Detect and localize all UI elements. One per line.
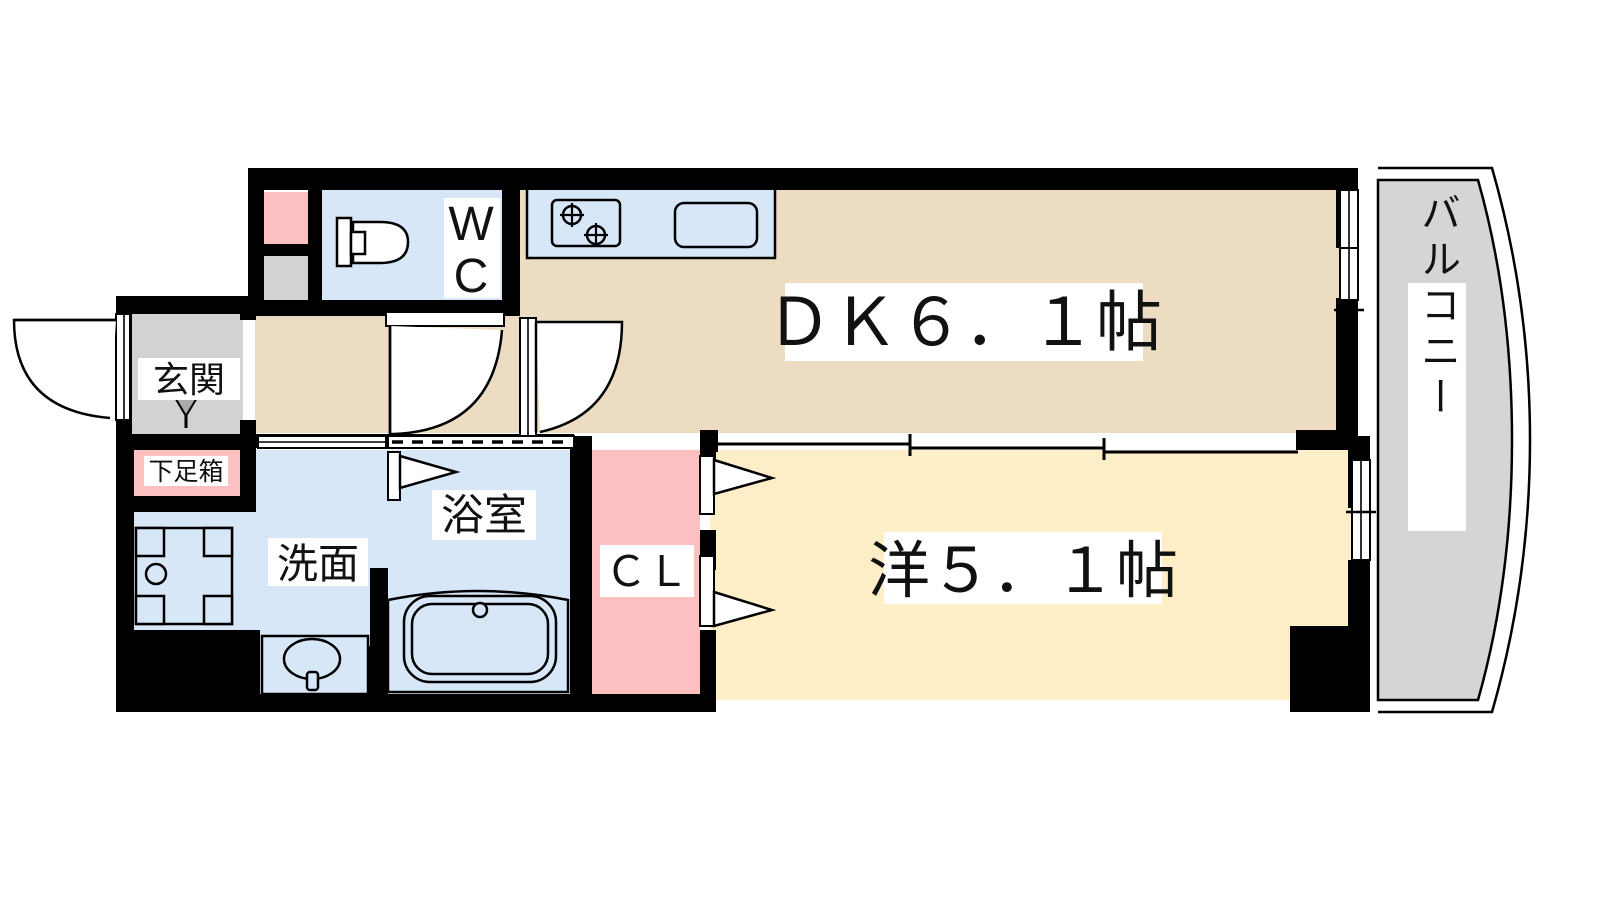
toilet-icon — [335, 216, 410, 268]
western-room-label-bg — [884, 532, 1162, 604]
bathroom-folding-door[interactable] — [387, 451, 461, 501]
closet-label: ＣＬ — [605, 548, 689, 595]
corridor-sliding-door[interactable] — [257, 435, 387, 449]
shoe-box-label: 下足箱 — [148, 458, 223, 486]
entrance-label: 玄関 — [153, 359, 225, 400]
wc-swing-door[interactable] — [385, 311, 505, 436]
entrance-label-bg — [138, 358, 240, 400]
western-room-label: 洋５．１帖 — [868, 537, 1178, 606]
wash-basin-icon — [260, 634, 370, 696]
balcony-window-upper[interactable] — [1334, 247, 1364, 320]
dk-label-bg — [785, 283, 1143, 361]
balcony-window-upper-pane[interactable] — [1339, 189, 1359, 249]
wc-label-line2: C — [454, 250, 489, 303]
wall-dk-bed-stub — [700, 430, 718, 452]
washroom-label: 洗面 — [277, 541, 359, 587]
bathroom-label-bg — [432, 490, 536, 540]
wall-left-toilet-block — [248, 168, 264, 308]
wall-toilet-right — [502, 180, 520, 316]
wall-washroom-bottom-step — [134, 630, 260, 694]
wall-left-wet-area — [116, 444, 134, 712]
wall-washbasin-right-gap — [368, 646, 388, 696]
washing-machine-pan-icon — [134, 526, 234, 626]
wall-right-dk-mid — [1336, 298, 1358, 436]
wall-bath-closet — [570, 436, 592, 712]
upper-pink-storage-fill — [262, 192, 314, 244]
wall-entrance-top — [116, 296, 256, 314]
shoe-box-label-bg — [144, 456, 228, 486]
wall-right-bed-bottom — [1348, 560, 1370, 712]
washroom-label-bg — [268, 538, 368, 586]
wall-toilet-left-inner — [308, 180, 322, 305]
bathroom-label: 浴室 — [441, 492, 527, 540]
closet-label-bg — [600, 545, 694, 597]
wall-shoebox-right — [240, 448, 256, 512]
entry-swing-door[interactable] — [12, 313, 131, 421]
wall-under-pink — [248, 244, 318, 256]
wc-label-line1: W — [448, 198, 494, 251]
closet-folding-door-top[interactable] — [699, 455, 777, 515]
western-room-floor-notch — [1290, 450, 1352, 630]
dk-label: ＤＫ６．１帖 — [766, 285, 1162, 359]
balcony-label: バルコニー — [1415, 192, 1459, 422]
wall-bed-step — [1290, 626, 1352, 712]
gas-stove-icon — [550, 198, 622, 248]
wall-top-main — [248, 168, 1358, 190]
balcony-label-bg — [1408, 283, 1466, 531]
balcony-window-lower[interactable] — [1346, 459, 1376, 561]
meter-box-fill — [262, 254, 314, 306]
wall-partition-right-end — [1296, 430, 1358, 450]
wall-shoebox-bottom — [116, 496, 246, 512]
kitchen-sink-icon — [673, 201, 759, 249]
wall-bottom-wet — [116, 694, 708, 712]
washroom-dashed-door[interactable] — [387, 435, 575, 449]
wall-entrance-bottom — [116, 434, 256, 450]
sliding-partition[interactable] — [718, 434, 1298, 460]
wall-entrance-right-lower — [240, 420, 256, 450]
wall-entrance-right — [240, 296, 256, 320]
wall-closet-bed-lower — [700, 630, 716, 712]
balcony-outer-rail — [1378, 166, 1532, 714]
bathtub-icon — [386, 589, 570, 694]
closet-folding-door-bottom[interactable] — [699, 555, 777, 628]
wc-label-bg — [444, 198, 500, 298]
wall-wash-bath-lower — [370, 568, 388, 648]
dk-swing-door[interactable] — [519, 317, 624, 437]
